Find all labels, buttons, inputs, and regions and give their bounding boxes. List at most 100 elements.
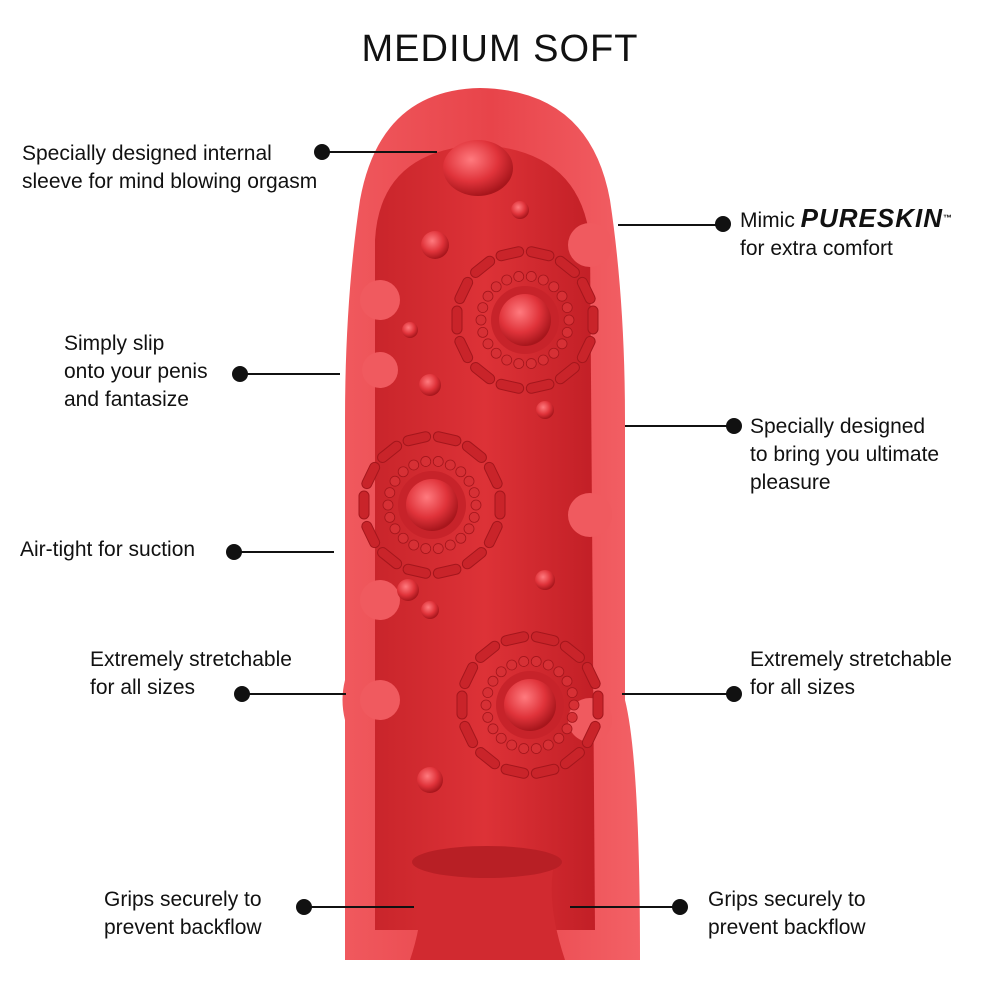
ridge-capsule xyxy=(454,276,474,305)
bead xyxy=(518,743,530,754)
ridge-capsule xyxy=(461,547,487,570)
bead xyxy=(408,539,420,551)
bead xyxy=(384,487,396,499)
callout-text: prevent backflow xyxy=(708,916,866,939)
callout-dot xyxy=(726,418,742,434)
bead xyxy=(525,271,537,282)
bead xyxy=(468,511,480,523)
callout-text: Specially designed xyxy=(750,415,926,438)
callout-text: Extremely stretchable xyxy=(90,648,292,671)
bead xyxy=(397,466,409,478)
bead xyxy=(420,456,432,467)
callout-text: Mimic xyxy=(740,209,801,232)
ridge-capsule xyxy=(576,276,596,305)
bead xyxy=(482,687,494,699)
bead xyxy=(561,326,573,338)
bead xyxy=(518,656,530,667)
bead xyxy=(490,347,502,359)
bead xyxy=(513,358,525,369)
ridge-capsule xyxy=(554,255,580,278)
bead xyxy=(537,274,549,286)
trademark: ™ xyxy=(943,213,953,223)
ridge-capsule xyxy=(581,661,601,690)
bead xyxy=(477,326,489,338)
bead xyxy=(553,732,565,744)
callout-line xyxy=(304,906,414,908)
ridge-capsule xyxy=(358,490,370,520)
callout-airtight: Air-tight for suction xyxy=(20,536,195,564)
bead xyxy=(566,711,578,723)
callout-text: Extremely stretchable xyxy=(750,648,952,671)
bead xyxy=(470,499,482,511)
callout-text: sleeve for mind blowing orgasm xyxy=(22,170,318,193)
callout-slip: Simply slip onto your penis and fantasiz… xyxy=(64,330,208,414)
bead xyxy=(506,659,518,671)
callout-text: onto your penis xyxy=(64,360,208,383)
bead xyxy=(563,314,575,326)
ridge-capsule xyxy=(592,690,604,720)
ridge-capsule xyxy=(459,720,479,749)
bead xyxy=(495,732,507,744)
bead xyxy=(468,487,480,499)
callout-text: Simply slip xyxy=(64,332,165,355)
ridge-capsule xyxy=(483,520,503,549)
callout-text: for all sizes xyxy=(750,676,856,699)
callout-dot xyxy=(672,899,688,915)
ridge-capsule xyxy=(483,461,503,490)
ridge-capsule xyxy=(495,378,525,394)
ridge-capsule xyxy=(432,431,462,447)
callout-line xyxy=(242,693,346,695)
bead xyxy=(444,539,456,551)
bead xyxy=(553,666,565,678)
ridge-capsule xyxy=(461,440,487,463)
callout-grips-left: Grips securely to prevent backflow xyxy=(104,886,262,942)
ridge-capsule xyxy=(470,255,496,278)
bead xyxy=(444,459,456,471)
bead xyxy=(501,274,513,286)
bead xyxy=(542,739,554,751)
bead xyxy=(561,723,573,735)
ridge-capsule xyxy=(451,305,463,335)
bead xyxy=(389,475,401,487)
bead xyxy=(501,354,513,366)
bead xyxy=(513,271,525,282)
bead xyxy=(525,358,537,369)
bead xyxy=(561,675,573,687)
ridge-capsule xyxy=(587,305,599,335)
ridge-capsule xyxy=(475,747,501,770)
bead xyxy=(389,523,401,535)
bead xyxy=(382,499,394,511)
bead xyxy=(530,743,542,754)
bead xyxy=(530,656,542,667)
ridge-capsule xyxy=(581,720,601,749)
ridge-capsule xyxy=(525,246,555,262)
callout-text: Air-tight for suction xyxy=(20,538,196,561)
bead xyxy=(384,511,396,523)
bead xyxy=(556,338,568,350)
ridge-capsule xyxy=(377,440,403,463)
callout-stretch-left: Extremely stretchable for all sizes xyxy=(90,646,292,702)
bead xyxy=(566,687,578,699)
bead xyxy=(537,354,549,366)
nub-core xyxy=(504,679,556,731)
callout-text: Specially designed internal xyxy=(22,142,272,165)
ridge-capsule xyxy=(559,747,585,770)
ridge-capsule xyxy=(500,631,530,647)
bead xyxy=(482,711,494,723)
bead xyxy=(542,659,554,671)
ridge-capsule xyxy=(361,461,381,490)
bead xyxy=(477,302,489,314)
callout-grips-right: Grips securely to prevent backflow xyxy=(708,886,866,942)
bead xyxy=(432,543,444,554)
bead xyxy=(482,290,494,302)
callout-line xyxy=(570,906,680,908)
ridge-capsule xyxy=(459,661,479,690)
bead xyxy=(480,699,492,711)
ridge-capsule xyxy=(525,378,555,394)
bottom-opening xyxy=(410,860,565,960)
bead xyxy=(408,459,420,471)
ridge-capsule xyxy=(470,362,496,385)
ridge-capsule xyxy=(361,520,381,549)
bead xyxy=(420,543,432,554)
callout-internal-sleeve: Specially designed internal sleeve for m… xyxy=(22,140,317,196)
